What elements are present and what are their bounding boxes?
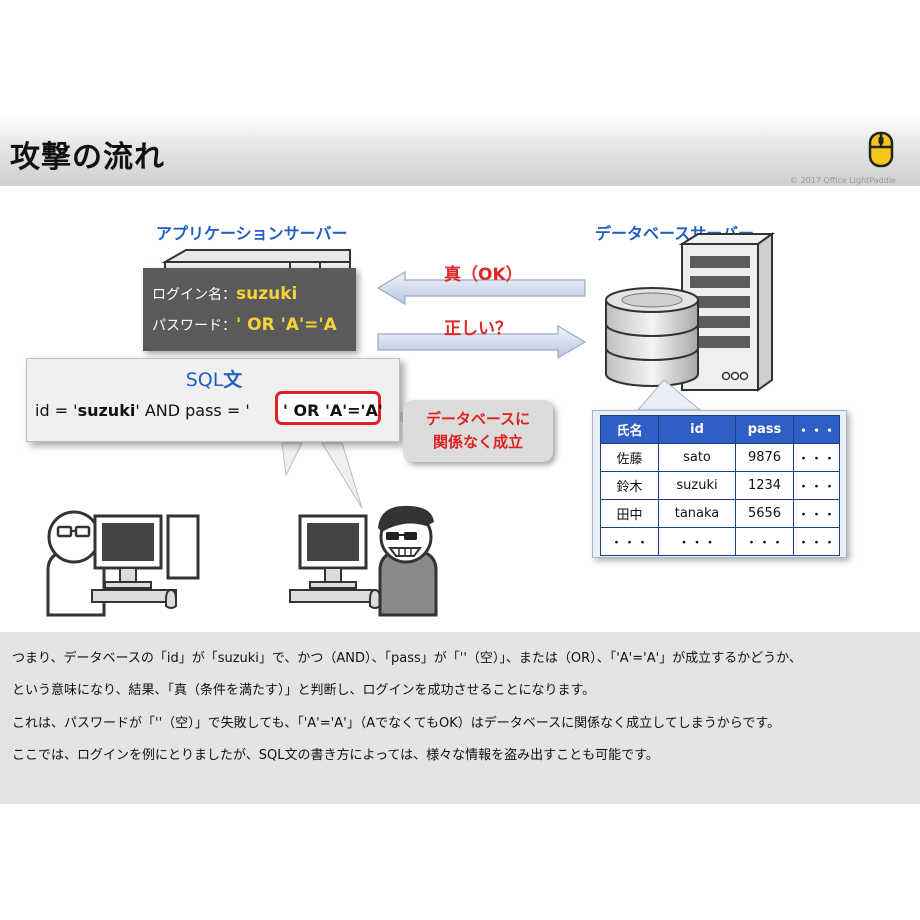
sql-heading-prefix: SQL — [185, 369, 224, 391]
table-cell: 5656 — [735, 499, 794, 528]
sql-id-part: id = ' — [35, 401, 78, 420]
sql-statement-box: SQL文 id = 'suzuki' AND pass = ' ' OR 'A'… — [26, 358, 400, 442]
sql-injected-value: ' OR 'A'='A' — [275, 391, 383, 425]
description-line: という意味になり、結果、「真（条件を満たす）」と判断し、ログインを成功させること… — [12, 683, 596, 698]
table-cell: suzuki — [658, 471, 736, 500]
table-cell: 佐藤 — [600, 443, 659, 472]
table-row: 鈴木 suzuki 1234 ・・・ — [600, 471, 840, 500]
table-cell: ・・・ — [658, 527, 736, 556]
sql-id-value: suzuki — [77, 401, 136, 420]
table-header-cell: pass — [735, 415, 794, 444]
description-line: ここでは、ログインを例にとりましたが、SQL文の書き方によっては、様々な情報を盗… — [12, 748, 659, 763]
description-panel: つまり、データベースの「id」が「suzuki」で、かつ（AND）、「pass」… — [0, 632, 920, 804]
table-cell: ・・・ — [793, 527, 840, 556]
slide-header: 攻撃の流れ — [0, 114, 920, 186]
table-header-cell: ・・・ — [793, 415, 840, 444]
description-line: つまり、データベースの「id」が「suzuki」で、かつ（AND）、「pass」… — [12, 651, 802, 666]
table-header-row: 氏名 id pass ・・・ — [600, 415, 840, 444]
mouse-icon — [868, 131, 894, 168]
password-row: パスワード：' OR 'A'='A — [152, 315, 337, 335]
username-row: ログイン名：suzuki — [152, 284, 297, 304]
response-arrow — [376, 270, 586, 306]
table-row: 佐藤 sato 9876 ・・・ — [600, 443, 840, 472]
table-cell: 1234 — [735, 471, 794, 500]
db-table-panel: 氏名 id pass ・・・ 佐藤 sato 9876 ・・・ 鈴木 suzuk… — [592, 410, 847, 558]
table-cell: ・・・ — [735, 527, 794, 556]
sql-heading-suffix: 文 — [223, 369, 243, 391]
computer-icon — [91, 514, 200, 609]
table-row: ・・・ ・・・ ・・・ ・・・ — [600, 527, 840, 556]
table-cell: ・・・ — [793, 471, 840, 500]
table-cell: 9876 — [735, 443, 794, 472]
table-cell: 田中 — [600, 499, 659, 528]
callout-bubble: データベースに 関係なく成立 — [403, 400, 553, 462]
sql-heading: SQL文 — [27, 365, 401, 392]
slide-title: 攻撃の流れ — [10, 140, 165, 175]
table-cell: sato — [658, 443, 736, 472]
password-value: ' OR 'A'='A — [236, 315, 337, 335]
query-arrow-label: 正しい？ — [444, 319, 512, 339]
username-label: ログイン名： — [152, 287, 236, 303]
sql-line: id = 'suzuki' AND pass = ' — [35, 401, 250, 420]
callout-line-1: データベースに — [425, 410, 531, 428]
callout-line-2: 関係なく成立 — [432, 433, 523, 451]
attacker-icon — [378, 505, 438, 617]
computer-icon — [289, 514, 381, 609]
password-label: パスワード： — [152, 318, 236, 334]
table-header-cell: 氏名 — [600, 415, 659, 444]
query-arrow — [377, 324, 587, 360]
table-cell: tanaka — [658, 499, 736, 528]
login-form-box: ログイン名：suzuki パスワード：' OR 'A'='A — [143, 268, 356, 351]
db-table: 氏名 id pass ・・・ 佐藤 sato 9876 ・・・ 鈴木 suzuk… — [600, 415, 840, 556]
username-value: suzuki — [236, 284, 298, 304]
app-server-label: アプリケーションサーバー — [156, 224, 348, 243]
table-cell: ・・・ — [793, 499, 840, 528]
table-cell: ・・・ — [600, 527, 659, 556]
table-cell: 鈴木 — [600, 471, 659, 500]
copyright-text: © 2017 Office LightPaddle — [790, 176, 896, 185]
table-header-cell: id — [658, 415, 736, 444]
database-icon — [605, 287, 699, 387]
sql-and-part: ' AND pass = ' — [135, 401, 250, 420]
description-line: これは、パスワードが「''（空）」で失敗しても、「'A'='A'」（Aでなくても… — [12, 716, 781, 731]
table-cell: ・・・ — [793, 443, 840, 472]
table-row: 田中 tanaka 5656 ・・・ — [600, 499, 840, 528]
response-arrow-label: 真（OK） — [444, 265, 523, 285]
